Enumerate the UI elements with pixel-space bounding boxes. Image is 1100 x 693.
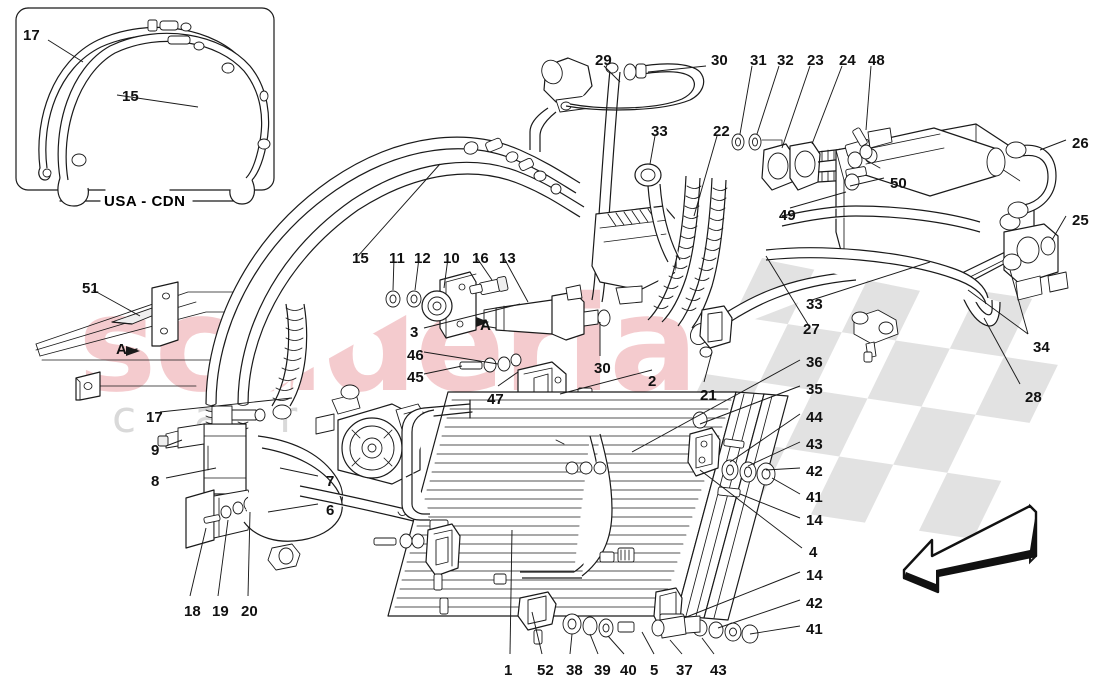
callout-41-49: 41 — [806, 621, 823, 638]
callout-46-25: 46 — [407, 347, 424, 364]
part-13-cylinder — [483, 284, 611, 341]
hinge-bracket — [851, 309, 899, 363]
callout-42-43: 42 — [806, 463, 823, 480]
callout-49-10: 49 — [779, 207, 796, 224]
inset-callout-15-1: 15 — [122, 88, 139, 105]
callout-32-3: 32 — [777, 52, 794, 69]
section-mark-undefined-1: A — [480, 317, 491, 334]
callout-12-19: 12 — [414, 250, 431, 267]
callout-11-18: 11 — [389, 250, 405, 267]
callout-43-57: 43 — [710, 662, 727, 679]
part-51-bracket-assembly — [35, 281, 263, 401]
callout-6-35: 6 — [326, 502, 335, 519]
callout-44-41: 44 — [806, 409, 823, 426]
callout-47-27: 47 — [487, 391, 504, 408]
callout-14-47: 14 — [806, 567, 823, 584]
callout-8-33: 8 — [151, 473, 160, 490]
callout-9-32: 9 — [151, 442, 160, 459]
callout-30-1: 30 — [711, 52, 728, 69]
callout-41-44: 41 — [806, 489, 823, 506]
callout-51-23: 51 — [82, 280, 99, 297]
valve-block-25 — [999, 213, 1069, 301]
callout-5-55: 5 — [650, 662, 659, 679]
pipe-30 — [565, 63, 705, 111]
callout-15-17: 15 — [352, 250, 369, 267]
part-48-bolt — [852, 127, 893, 160]
inset-usa-cdn — [15, 7, 275, 207]
callout-48-6: 48 — [868, 52, 885, 69]
callout-24-5: 24 — [839, 52, 856, 69]
callout-37-56: 37 — [676, 662, 693, 679]
hose-fittings-upper — [463, 137, 562, 195]
callout-1-50: 1 — [504, 662, 513, 679]
expansion-valve-group — [385, 271, 611, 409]
condenser-assembly — [387, 391, 789, 645]
callout-30-28: 30 — [594, 360, 611, 377]
callout-40-54: 40 — [620, 662, 637, 679]
fasteners-bottom — [562, 613, 687, 639]
compressor-assembly — [315, 384, 425, 485]
callout-28-14: 28 — [1025, 389, 1042, 406]
callout-38-52: 38 — [566, 662, 583, 679]
callout-34-13: 34 — [1033, 339, 1050, 356]
condenser-bracket-upper-left — [425, 523, 461, 591]
callout-18-36: 18 — [184, 603, 201, 620]
callout-25-12: 25 — [1072, 212, 1089, 229]
callout-4-46: 4 — [809, 544, 818, 561]
section-mark-undefined-0: A — [116, 341, 127, 358]
callout-3-24: 3 — [410, 324, 419, 341]
callout-23-4: 23 — [807, 52, 824, 69]
callout-43-42: 43 — [806, 436, 823, 453]
callout-29-0: 29 — [595, 52, 612, 69]
pipe-27 — [765, 247, 989, 305]
collar-33 — [634, 163, 681, 263]
fasteners-lower-left — [373, 533, 449, 615]
callout-7-34: 7 — [326, 473, 335, 490]
callout-10-20: 10 — [443, 250, 460, 267]
hose-22-corrugated — [647, 175, 728, 329]
callout-31-2: 31 — [750, 52, 767, 69]
inset-hose-15 — [57, 32, 271, 207]
callout-27-16: 27 — [803, 321, 820, 338]
callout-13-22: 13 — [499, 250, 516, 267]
callout-45-26: 45 — [407, 369, 424, 386]
callout-50-9: 50 — [890, 175, 907, 192]
callout-36-39: 36 — [806, 354, 823, 371]
callout-17-31: 17 — [146, 409, 163, 426]
inset-fittings — [147, 19, 269, 102]
callout-22-8: 22 — [713, 123, 730, 140]
callout-19-37: 19 — [212, 603, 229, 620]
hose-26 — [1005, 141, 1057, 219]
callout-16-21: 16 — [472, 250, 489, 267]
callout-42-48: 42 — [806, 595, 823, 612]
hose-clip-lower — [267, 543, 301, 571]
callout-21-30: 21 — [700, 387, 717, 404]
callout-26-11: 26 — [1072, 135, 1089, 152]
compressor-ports — [315, 384, 361, 435]
callout-2-29: 2 — [648, 373, 657, 390]
condenser-bracket-lower-left — [517, 591, 557, 645]
hose-corrugated-left — [271, 303, 308, 420]
clamp-21 — [699, 305, 733, 358]
callout-33-7: 33 — [651, 123, 668, 140]
callout-20-38: 20 — [241, 603, 258, 620]
direction-arrow — [902, 503, 1038, 594]
engine-unit-right — [781, 123, 1035, 287]
callout-39-53: 39 — [594, 662, 611, 679]
callout-33-15: 33 — [806, 296, 823, 313]
inset-callout-17-0: 17 — [23, 27, 40, 44]
leader-lines — [92, 65, 1067, 655]
fasteners-right-upper — [692, 411, 776, 498]
inset-title-usa-cdn: USA - CDN — [104, 193, 186, 210]
callout-35-40: 35 — [806, 381, 823, 398]
pressure-switch-9 — [157, 423, 205, 449]
part-16-switch — [469, 276, 509, 296]
callout-52-51: 52 — [537, 662, 554, 679]
condenser-bracket-right-upper — [687, 427, 721, 477]
callout-14-45: 14 — [806, 512, 823, 529]
